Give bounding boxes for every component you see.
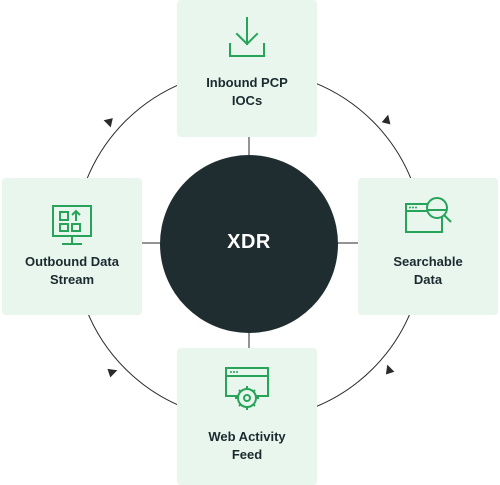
monitor-upload-icon	[52, 205, 92, 245]
node-inbound-pcp-iocs: Inbound PCP IOCs	[177, 0, 317, 137]
node-outbound-data-stream: Outbound Data Stream	[2, 178, 142, 315]
arrow-top-right	[381, 114, 391, 125]
hub-label: XDR	[227, 231, 271, 253]
download-icon	[229, 17, 265, 57]
arrow-bottom-left	[107, 368, 118, 378]
arrow-bottom-right	[385, 364, 395, 375]
node-label: Inbound PCP IOCs	[206, 75, 288, 108]
arrow-top-left	[103, 118, 113, 128]
node-searchable-data: Searchable Data	[358, 178, 498, 315]
browser-search-icon	[405, 197, 452, 233]
node-label: Outbound Data Stream	[25, 254, 119, 287]
node-label: Web Activity Feed	[208, 429, 286, 462]
browser-gear-icon	[225, 367, 269, 410]
node-web-activity-feed: Web Activity Feed	[177, 348, 317, 485]
node-label: Searchable Data	[393, 254, 463, 287]
hub-circle: XDR	[160, 155, 338, 333]
